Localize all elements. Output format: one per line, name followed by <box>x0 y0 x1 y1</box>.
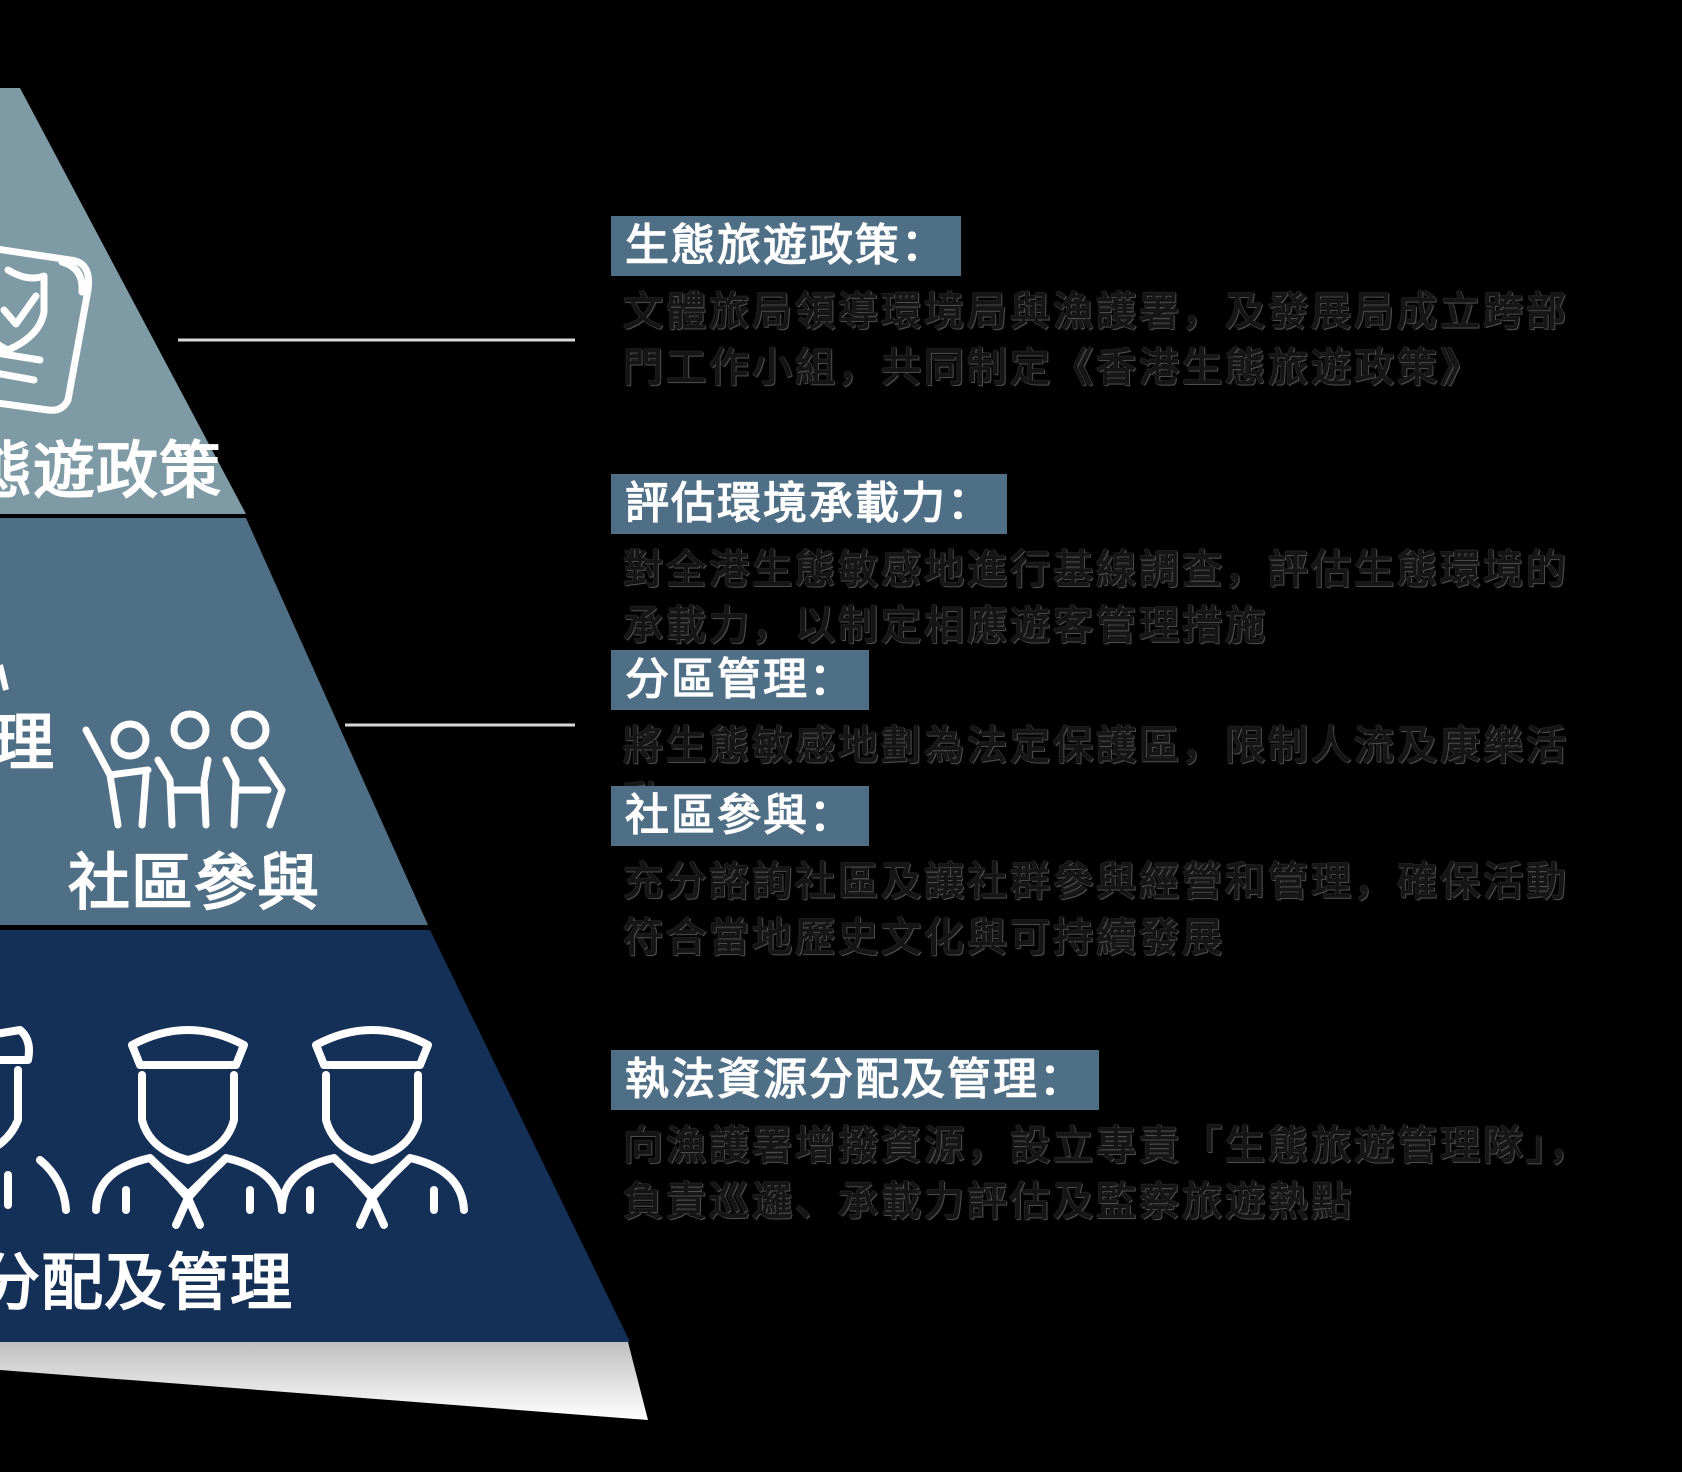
pyramid-shadow <box>0 1342 648 1420</box>
community-people-icon <box>82 710 286 829</box>
info-heading: 生態旅遊政策： <box>611 216 961 276</box>
info-block-enforcement: 執法資源分配及管理： 向漁護署增撥資源，設立專責「生態旅遊管理隊」，負責巡邏、承… <box>611 1050 1611 1230</box>
info-body: 充分諮詢社區及讓社群參與經營和管理，確保活動符合當地歷史文化與可持續發展 <box>623 858 1569 961</box>
tier-label-top: 態遊政策 <box>0 434 223 507</box>
info-block-carrying-capacity: 評估環境承載力： 對全港生態敏感地進行基線調查，評估生態環境的承載力，以制定相應… <box>611 474 1611 654</box>
officer-icon <box>0 1026 468 1229</box>
tier-label-middle-right: 社區參與 <box>68 846 321 919</box>
tier-label-bottom: 分配及管理 <box>0 1246 294 1319</box>
info-body: 對全港生態敏感地進行基線調查，評估生態環境的承載力，以制定相應遊客管理措施 <box>623 546 1569 649</box>
info-heading: 社區參與： <box>611 786 869 846</box>
info-block-community: 社區參與： 充分諮詢社區及讓社群參與經營和管理，確保活動符合當地歷史文化與可持續… <box>611 786 1611 966</box>
policy-document-shield-icon <box>0 245 93 414</box>
tier-label-middle-left: 理 <box>0 706 56 779</box>
info-block-policy: 生態旅遊政策： 文體旅局領導環境局與漁護署，及發展局成立跨部門工作小組，共同制定… <box>611 216 1611 396</box>
partial-icon <box>0 664 9 691</box>
info-heading: 評估環境承載力： <box>611 474 1007 534</box>
info-body: 文體旅局領導環境局與漁護署，及發展局成立跨部門工作小組，共同制定《香港生態旅遊政… <box>623 288 1569 391</box>
info-heading: 執法資源分配及管理： <box>611 1050 1099 1110</box>
pyramid-tier-middle <box>0 518 428 925</box>
info-block-zoning: 分區管理： 將生態敏感地劃為法定保護區，限制人流及康樂活動 <box>611 650 1611 830</box>
info-body: 向漁護署增撥資源，設立專責「生態旅遊管理隊」，負責巡邏、承載力評估及監察旅遊熱點 <box>623 1122 1592 1225</box>
info-heading: 分區管理： <box>611 650 869 710</box>
